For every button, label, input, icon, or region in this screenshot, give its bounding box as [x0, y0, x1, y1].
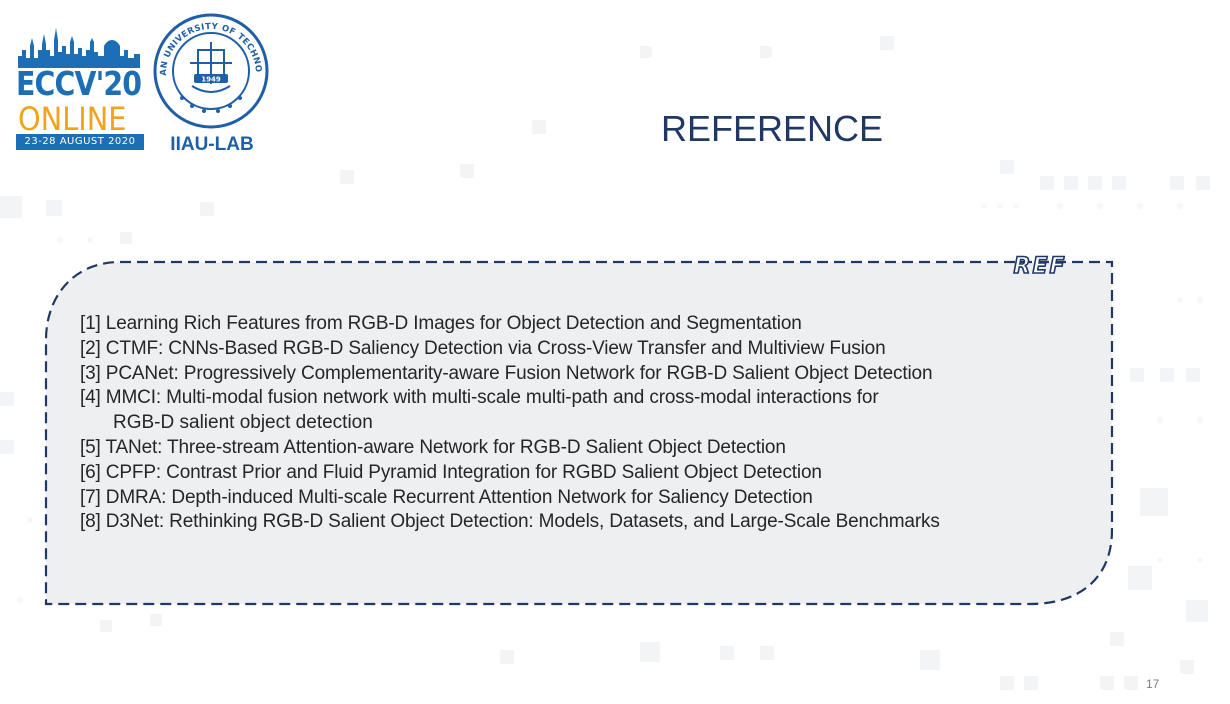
reference-text: [2] CTMF: CNNs-Based RGB-D Saliency Dete…	[80, 337, 886, 359]
reference-list: [1] Learning Rich Features from RGB-D Im…	[80, 312, 1080, 535]
reference-item: [7] DMRA: Depth-induced Multi-scale Recu…	[80, 486, 1080, 511]
seal-year: 1949	[201, 76, 221, 84]
city-skyline-icon	[18, 28, 140, 68]
reference-item: [1] Learning Rich Features from RGB-D Im…	[80, 312, 1080, 337]
reference-item: [4] MMCI: Multi-modal fusion network wit…	[80, 386, 1080, 436]
reference-item: [6] CPFP: Contrast Prior and Fluid Pyram…	[80, 461, 1080, 486]
eccv-online: ONLINE	[18, 100, 127, 138]
eccv-dates: 23-28 AUGUST 2020	[16, 134, 144, 150]
page-number: 17	[1146, 677, 1160, 691]
reference-text: [3] PCANet: Progressively Complementarit…	[80, 362, 933, 384]
eccv-title: ECCV'20	[16, 64, 142, 103]
lab-name: IIAU-LAB	[170, 134, 254, 155]
reference-text: [5] TANet: Three-stream Attention-aware …	[80, 436, 786, 458]
eccv-logo: ECCV'20 ONLINE 23-28 AUGUST 2020	[12, 20, 148, 156]
reference-item: [2] CTMF: CNNs-Based RGB-D Saliency Dete…	[80, 337, 1080, 362]
reference-text: [6] CPFP: Contrast Prior and Fluid Pyram…	[80, 461, 822, 483]
reference-text-continued: RGB-D salient object detection	[113, 412, 373, 434]
reference-item: [3] PCANet: Progressively Complementarit…	[80, 362, 1080, 387]
reference-text: [4] MMCI: Multi-modal fusion network wit…	[80, 387, 879, 409]
reference-text: [7] DMRA: Depth-induced Multi-scale Recu…	[80, 486, 813, 508]
reference-text: [8] D3Net: Rethinking RGB-D Salient Obje…	[80, 511, 940, 533]
reference-item: [5] TANet: Three-stream Attention-aware …	[80, 436, 1080, 461]
ref-badge-icon: REF	[1013, 253, 1067, 280]
ref-badge-text: REF	[1014, 254, 1067, 279]
university-seal-icon: DALIAN UNIVERSITY OF TECHNOLOGY 1949	[152, 12, 269, 129]
reference-item: [8] D3Net: Rethinking RGB-D Salient Obje…	[80, 510, 1080, 535]
reference-text: [1] Learning Rich Features from RGB-D Im…	[80, 313, 802, 334]
page-title: REFERENCE	[660, 108, 884, 149]
